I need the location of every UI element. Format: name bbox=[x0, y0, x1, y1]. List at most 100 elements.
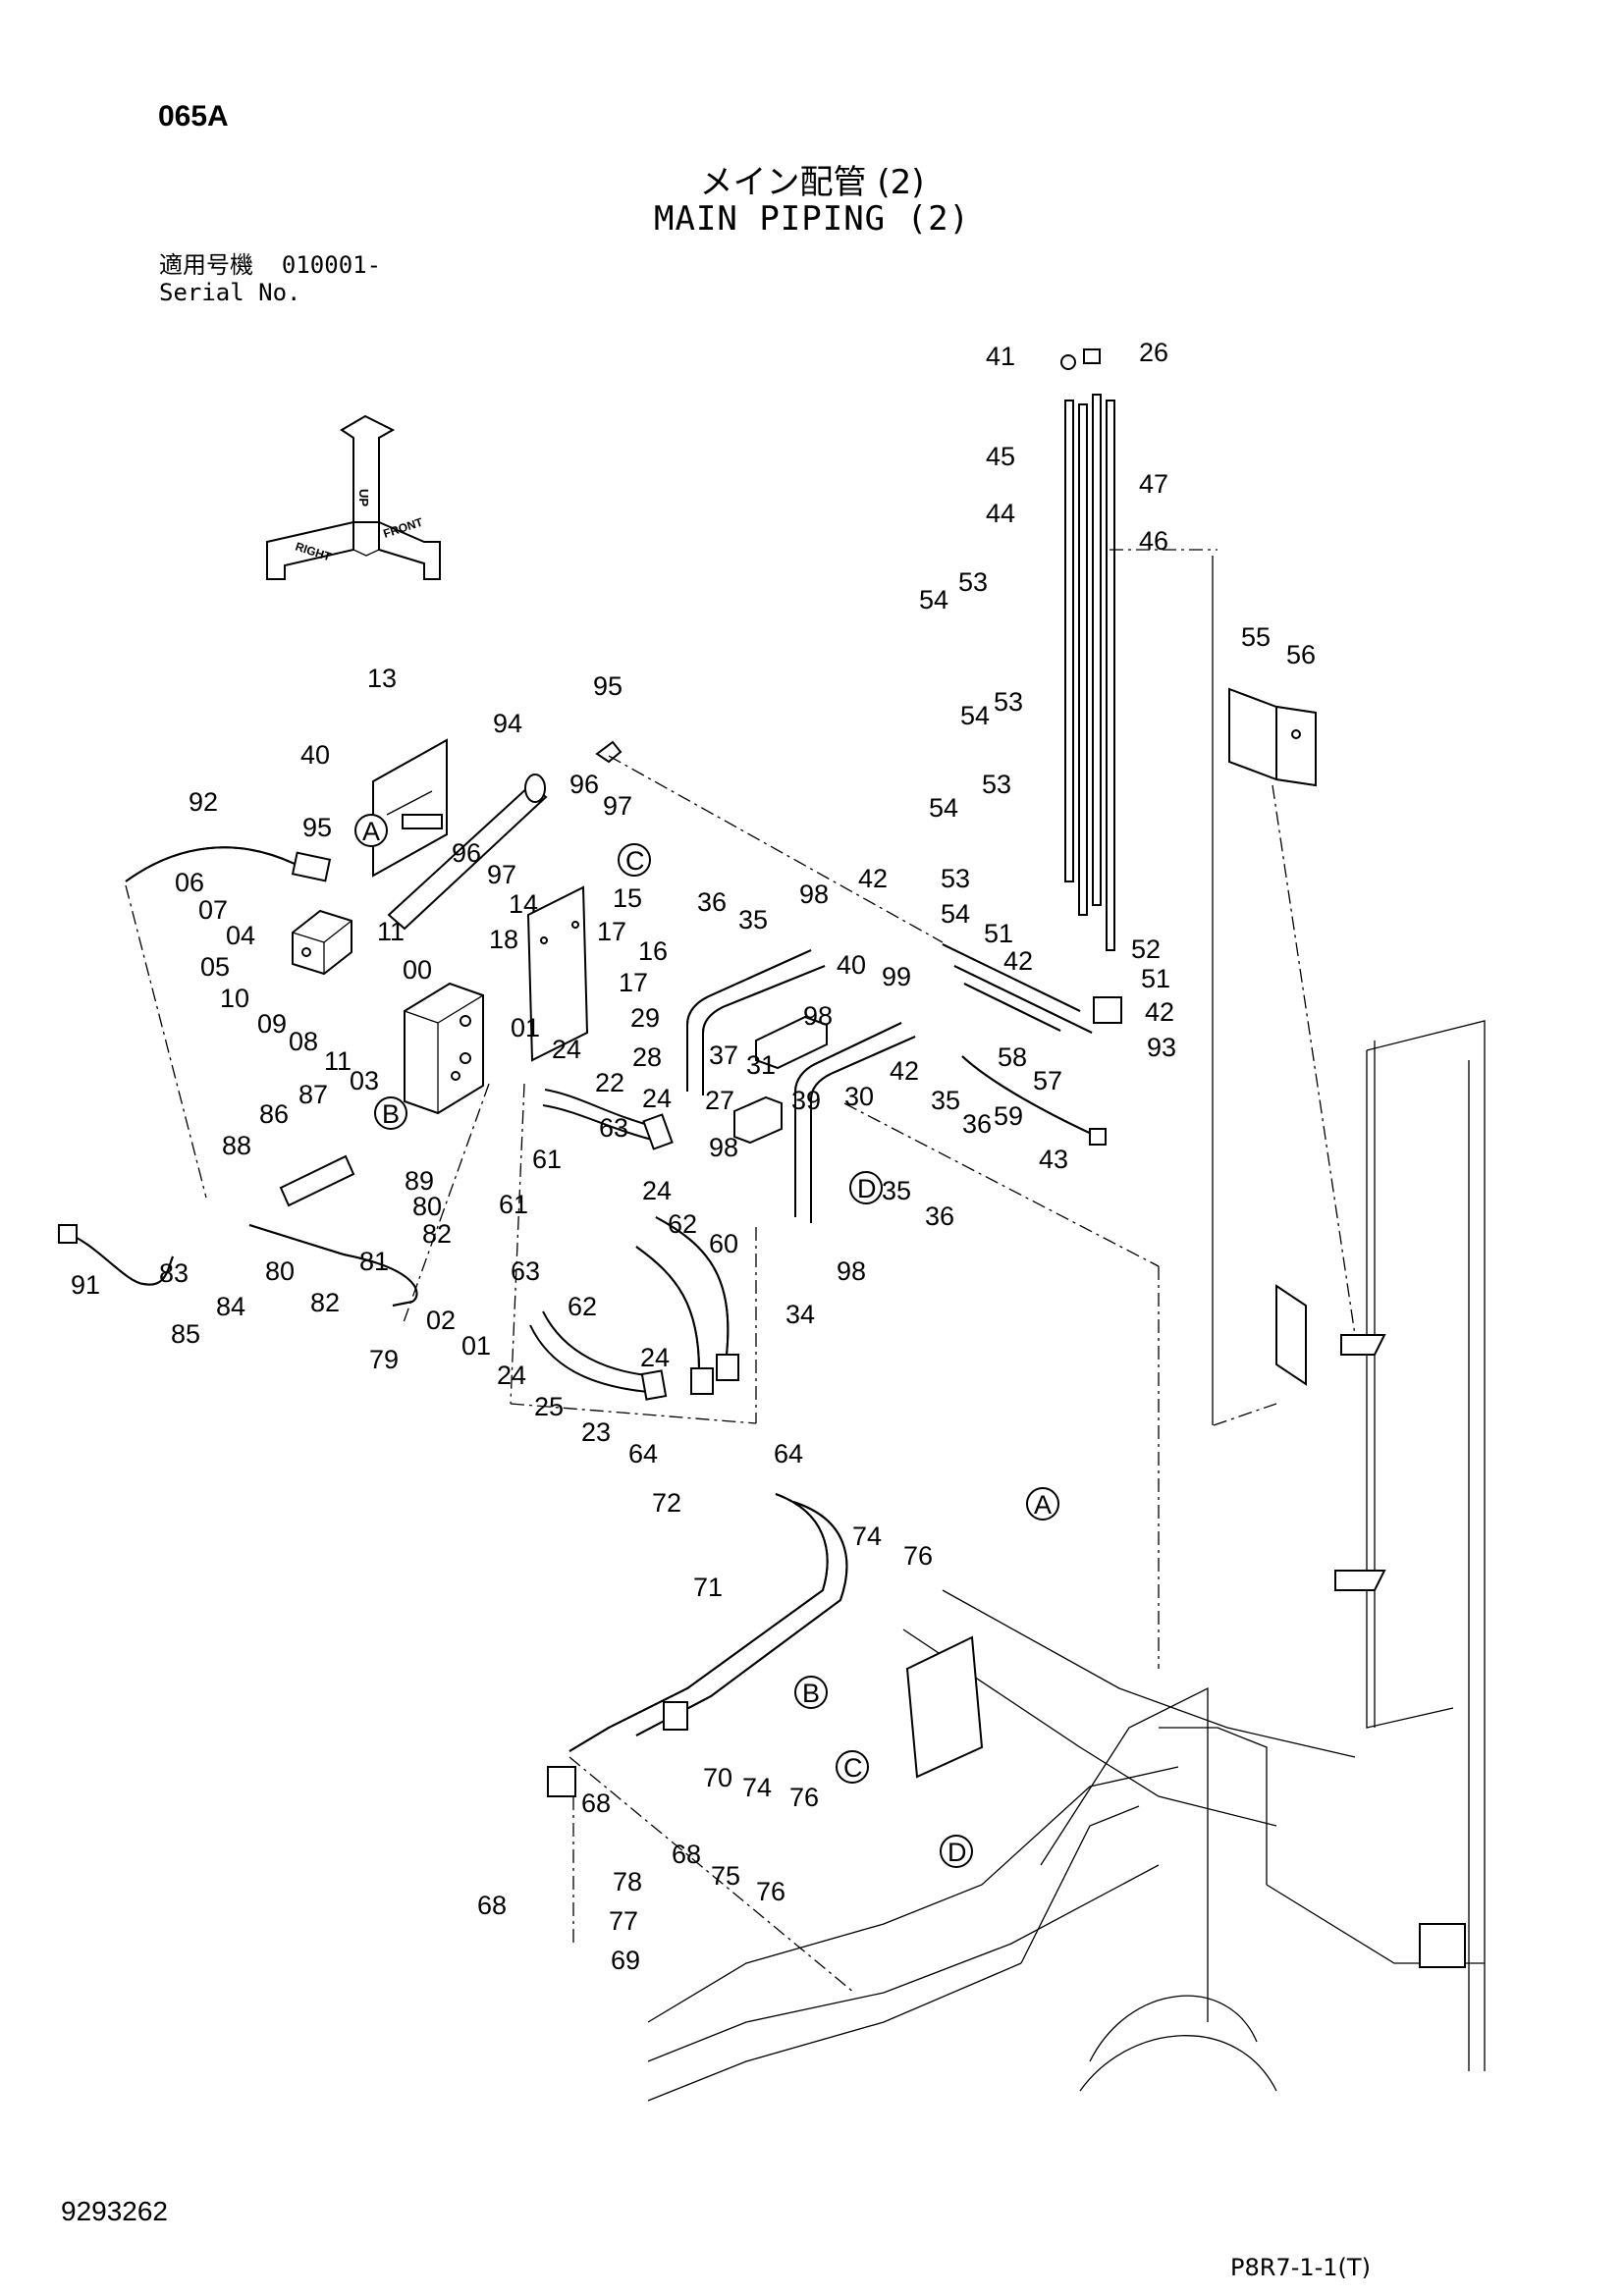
callout-41: 41 bbox=[986, 342, 1015, 371]
serial-value: 010001- bbox=[281, 251, 382, 279]
callout-15: 15 bbox=[613, 883, 642, 913]
ref-marker-c-lower: C bbox=[836, 1750, 869, 1784]
callout-37: 37 bbox=[709, 1041, 738, 1070]
tube-30-31 bbox=[794, 1022, 916, 1223]
hose-pair-23 bbox=[529, 1310, 668, 1401]
svg-text:A: A bbox=[1034, 1490, 1052, 1520]
tube-28-29 bbox=[686, 949, 826, 1095]
callout-24: 24 bbox=[552, 1035, 581, 1064]
callout-57: 57 bbox=[1033, 1066, 1062, 1095]
callout-60: 60 bbox=[709, 1229, 738, 1258]
bracket-39 bbox=[733, 1095, 783, 1145]
part-callouts: 00 01 01 02 03 04 05 06 07 08 09 10 11 1… bbox=[71, 338, 1316, 1975]
callout-54: 54 bbox=[929, 793, 958, 823]
block-04 bbox=[292, 909, 352, 976]
svg-text:C: C bbox=[843, 1753, 863, 1783]
callout-53: 53 bbox=[982, 770, 1011, 799]
ref-marker-d-lower: D bbox=[940, 1835, 973, 1868]
callout-28: 28 bbox=[632, 1042, 662, 1072]
callout-70: 70 bbox=[703, 1763, 732, 1792]
callout-53: 53 bbox=[994, 687, 1023, 717]
page-code: 065A bbox=[158, 100, 229, 133]
callout-25: 25 bbox=[534, 1392, 564, 1421]
callout-98: 98 bbox=[803, 1001, 833, 1031]
callout-27: 27 bbox=[705, 1086, 734, 1115]
callout-35: 35 bbox=[882, 1176, 911, 1205]
callout-51: 51 bbox=[1141, 964, 1170, 993]
svg-text:A: A bbox=[362, 817, 380, 846]
callout-68: 68 bbox=[581, 1789, 611, 1818]
svg-text:D: D bbox=[947, 1838, 967, 1867]
hose-set-57-59 bbox=[942, 943, 1122, 1146]
callout-63: 63 bbox=[511, 1256, 540, 1286]
callout-76: 76 bbox=[756, 1877, 785, 1906]
reference-markers: A C B D A B C D bbox=[354, 814, 1059, 1868]
serial-applicability: 適用号機 010001- Serial No. bbox=[159, 251, 381, 306]
callout-58: 58 bbox=[998, 1042, 1027, 1072]
callout-54: 54 bbox=[919, 585, 948, 614]
callout-75: 75 bbox=[711, 1861, 740, 1891]
callout-24: 24 bbox=[640, 1343, 670, 1372]
callout-01: 01 bbox=[461, 1331, 491, 1361]
callout-42: 42 bbox=[890, 1056, 919, 1086]
bracket-13 bbox=[372, 738, 448, 878]
machine-frame bbox=[647, 1020, 1486, 2102]
valve-block-00 bbox=[404, 982, 484, 1115]
callout-31: 31 bbox=[746, 1050, 776, 1080]
callout-22: 22 bbox=[595, 1068, 624, 1097]
callout-18: 18 bbox=[489, 925, 518, 954]
callout-89: 89 bbox=[405, 1166, 434, 1196]
callout-87: 87 bbox=[298, 1080, 328, 1109]
callout-44: 44 bbox=[986, 499, 1015, 528]
document-number: 9293262 bbox=[61, 2196, 169, 2226]
callout-11: 11 bbox=[324, 1046, 352, 1076]
callout-14: 14 bbox=[509, 889, 538, 919]
callout-36: 36 bbox=[697, 887, 727, 917]
callout-63: 63 bbox=[599, 1113, 628, 1143]
callout-79: 79 bbox=[369, 1345, 399, 1374]
tube-94 bbox=[387, 740, 623, 931]
ref-marker-b-upper: B bbox=[374, 1096, 407, 1130]
bracket-55 bbox=[1228, 687, 1317, 787]
tube-79 bbox=[248, 1154, 418, 1307]
callout-16: 16 bbox=[638, 936, 668, 966]
callout-93: 93 bbox=[1147, 1033, 1176, 1062]
callout-61: 61 bbox=[532, 1145, 562, 1174]
callout-45: 45 bbox=[986, 442, 1015, 471]
callout-97: 97 bbox=[603, 791, 632, 821]
callout-01: 01 bbox=[511, 1013, 540, 1042]
ref-marker-d-upper: D bbox=[849, 1171, 883, 1204]
callout-80: 80 bbox=[412, 1192, 442, 1221]
figure-reference: P8R7-1-1(T) bbox=[1230, 2254, 1371, 2281]
callout-10: 10 bbox=[220, 984, 249, 1013]
callout-98: 98 bbox=[709, 1133, 738, 1162]
callout-11: 11 bbox=[377, 917, 405, 946]
callout-46: 46 bbox=[1139, 526, 1168, 556]
callout-17: 17 bbox=[619, 968, 648, 997]
callout-68: 68 bbox=[477, 1891, 507, 1920]
callout-55: 55 bbox=[1241, 622, 1271, 652]
callout-64: 64 bbox=[628, 1439, 658, 1468]
tube-70-71 bbox=[547, 1493, 848, 1797]
svg-text:D: D bbox=[857, 1174, 877, 1203]
callout-64: 64 bbox=[774, 1439, 803, 1468]
callout-00: 00 bbox=[403, 955, 432, 985]
callout-88: 88 bbox=[222, 1131, 251, 1160]
callout-97: 97 bbox=[487, 860, 516, 889]
callout-02: 02 bbox=[426, 1306, 456, 1335]
callout-71: 71 bbox=[693, 1573, 723, 1602]
hose-91 bbox=[58, 1224, 174, 1286]
ref-marker-a-upper: A bbox=[354, 814, 388, 847]
callout-08: 08 bbox=[289, 1027, 318, 1056]
ref-marker-c-upper: C bbox=[618, 843, 651, 877]
ref-marker-b-lower: B bbox=[794, 1676, 828, 1709]
callout-24: 24 bbox=[642, 1084, 672, 1113]
callout-62: 62 bbox=[568, 1292, 597, 1321]
callout-91: 91 bbox=[71, 1270, 100, 1300]
page-title-japanese: メイン配管 (2) bbox=[699, 163, 925, 202]
cover-plate bbox=[905, 1635, 984, 1779]
callout-56: 56 bbox=[1286, 640, 1316, 669]
callout-94: 94 bbox=[493, 709, 522, 738]
callout-26: 26 bbox=[1139, 338, 1168, 367]
hose-60 bbox=[635, 1216, 739, 1395]
